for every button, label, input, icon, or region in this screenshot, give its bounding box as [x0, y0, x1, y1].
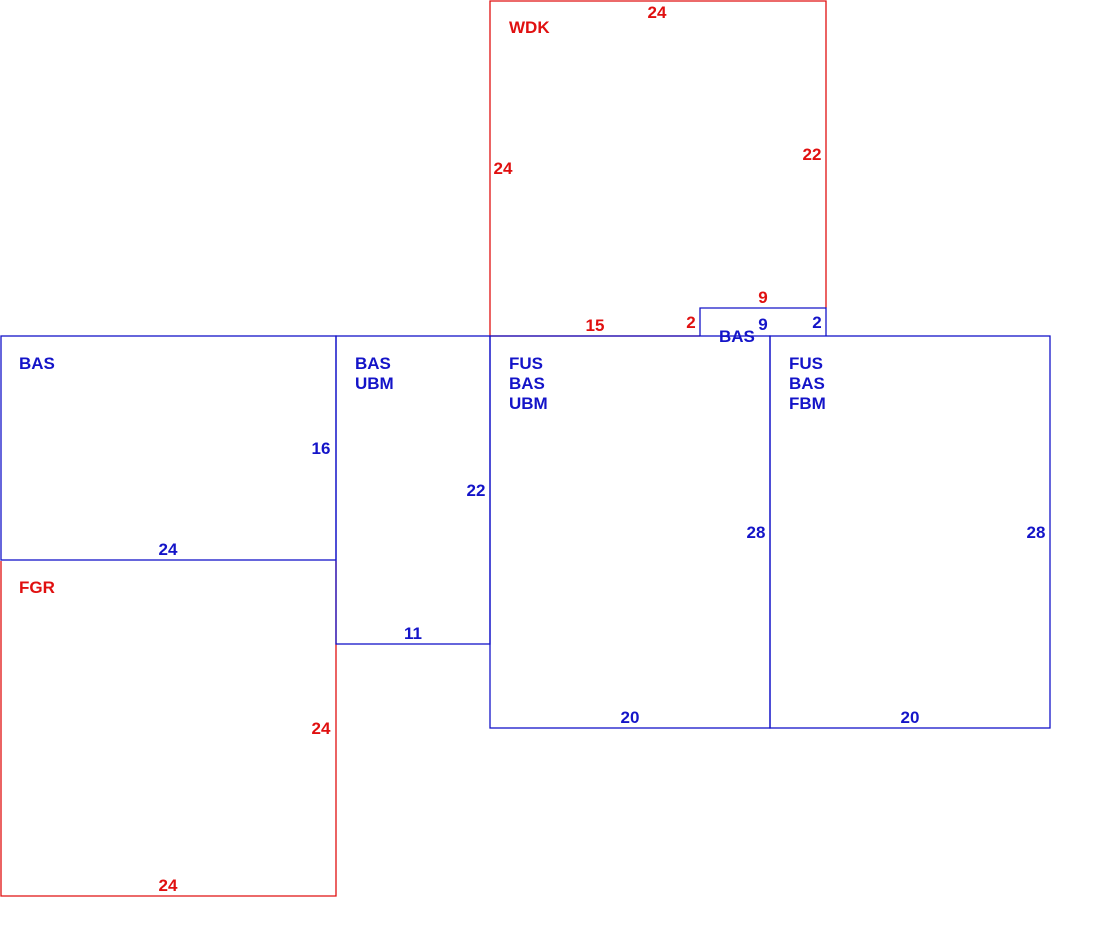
dim-bas-left-bottom: 24	[159, 540, 178, 559]
wdk-outline	[489, 0, 827, 336]
dim-wdk-notch-width: 9	[758, 288, 767, 307]
dim-wdk-notch-side: 2	[686, 313, 695, 332]
area-code-fus-bas-ubm-1: FUS	[509, 354, 543, 373]
dim-wdk-right: 22	[803, 145, 822, 164]
dim-fgr-side: 24	[312, 719, 331, 738]
bas-bump-outline	[699, 307, 827, 336]
area-code-bas-bump: BAS	[719, 327, 755, 346]
dim-bas-bump-height: 2	[812, 313, 821, 332]
area-code-fus-bas-fbm-3: FBM	[789, 394, 826, 413]
dim-fgr-bottom: 24	[159, 876, 178, 895]
dim-fus-bas-fbm-bottom: 20	[901, 708, 920, 727]
dim-fus-bas-fbm-side: 28	[1027, 523, 1046, 542]
area-code-fgr: FGR	[19, 578, 55, 597]
area-code-wdk: WDK	[509, 18, 550, 37]
area-code-bas-left: BAS	[19, 354, 55, 373]
dim-bas-bump-width: 9	[758, 315, 767, 334]
area-code-fus-bas-fbm-2: BAS	[789, 374, 825, 393]
dim-fus-bas-ubm-bottom: 20	[621, 708, 640, 727]
area-code-bas-ubm-1: BAS	[355, 354, 391, 373]
fus-bas-fbm-outline	[769, 335, 1051, 729]
area-code-fus-bas-fbm-1: FUS	[789, 354, 823, 373]
dim-fus-bas-ubm-side: 28	[747, 523, 766, 542]
dim-bas-ubm-side: 22	[467, 481, 486, 500]
dim-wdk-top: 24	[648, 3, 667, 22]
area-code-fus-bas-ubm-2: BAS	[509, 374, 545, 393]
dim-wdk-left: 24	[494, 159, 513, 178]
dim-bas-ubm-bottom: 11	[404, 624, 422, 643]
dim-bas-left-side: 16	[312, 439, 331, 458]
area-code-bas-ubm-2: UBM	[355, 374, 394, 393]
fgr-outline	[0, 561, 337, 897]
dim-wdk-bottom: 15	[586, 316, 605, 335]
area-code-fus-bas-ubm-3: UBM	[509, 394, 548, 413]
